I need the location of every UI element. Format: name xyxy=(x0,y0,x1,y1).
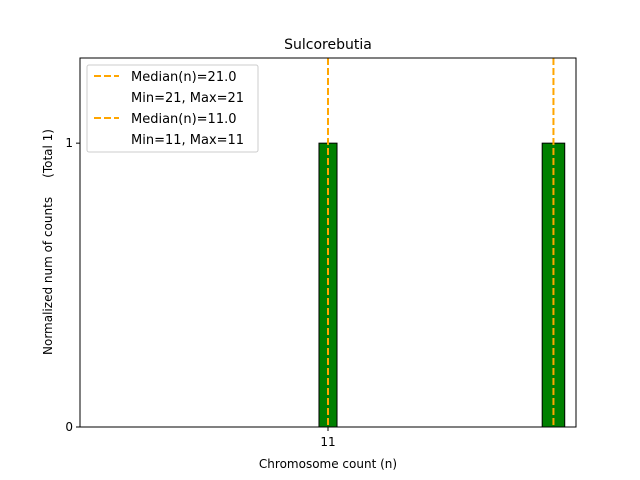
legend-label: Median(n)=21.0 xyxy=(131,70,237,85)
legend-sublabel: Min=11, Max=11 xyxy=(131,133,244,148)
x-tick-label: 11 xyxy=(320,435,335,449)
legend-label: Median(n)=11.0 xyxy=(131,112,237,127)
chart-title: Sulcorebutia xyxy=(284,37,372,53)
legend-sublabel: Min=21, Max=21 xyxy=(131,91,244,106)
y-tick-label: 0 xyxy=(65,420,73,434)
legend-box xyxy=(86,64,259,153)
axes-frame xyxy=(79,57,577,428)
x-axis-label: Chromosome count (n) xyxy=(259,457,397,471)
legend: Median(n)=21.0 Min=21, Max=21 Median(n)=… xyxy=(86,64,259,153)
y-axis-label: Normalized num of counts (Total 1) xyxy=(41,129,55,355)
y-tick-label: 1 xyxy=(65,136,73,150)
